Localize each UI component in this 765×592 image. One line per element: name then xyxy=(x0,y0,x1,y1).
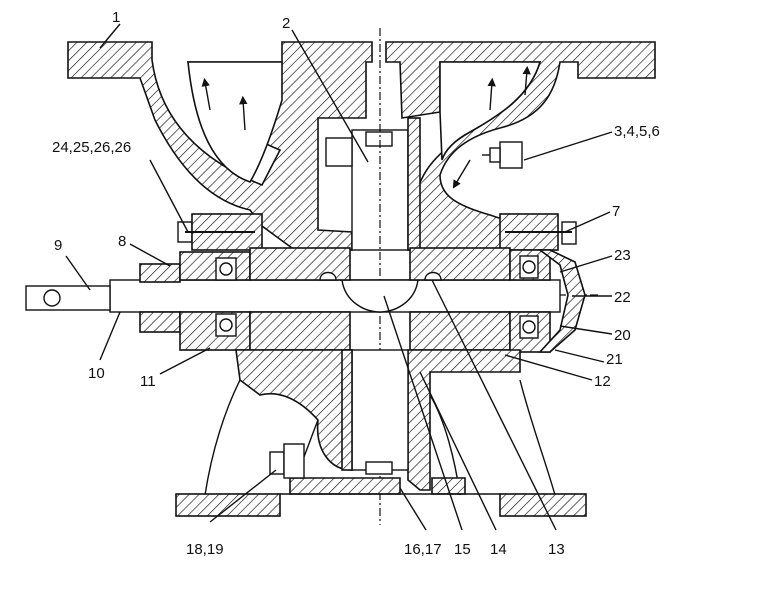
leader-lines xyxy=(65,23,613,531)
upper-casing xyxy=(67,41,656,251)
lower-casing xyxy=(175,349,587,517)
label-10: 10 xyxy=(88,365,105,382)
label-12: 12 xyxy=(594,373,611,390)
label-14: 14 xyxy=(490,541,507,558)
label-15: 15 xyxy=(454,541,471,558)
shaft xyxy=(25,279,561,313)
label-18-19: 18,19 xyxy=(186,541,224,558)
label-2: 2 xyxy=(282,15,290,32)
label-3-4-5-6: 3,4,5,6 xyxy=(614,123,660,140)
label-9: 9 xyxy=(54,237,62,254)
label-21: 21 xyxy=(606,351,623,368)
label-22: 22 xyxy=(614,289,631,306)
label-11: 11 xyxy=(140,373,156,390)
upper-rotor-cylinder xyxy=(325,117,421,251)
label-20: 20 xyxy=(614,327,631,344)
label-8: 8 xyxy=(118,233,126,250)
left-bearing-assembly xyxy=(139,247,351,351)
right-bearing-assembly xyxy=(409,247,586,353)
label-7: 7 xyxy=(612,203,620,220)
label-24-25-26-26: 24,25,26,26 xyxy=(52,139,131,156)
label-16-17: 16,17 xyxy=(404,541,442,558)
right-clamp-bolt xyxy=(499,213,577,251)
label-23: 23 xyxy=(614,247,631,264)
left-clamp-bolt xyxy=(177,213,263,251)
label-13: 13 xyxy=(548,541,565,558)
drain-plug xyxy=(482,141,523,169)
label-1: 1 xyxy=(112,9,120,26)
